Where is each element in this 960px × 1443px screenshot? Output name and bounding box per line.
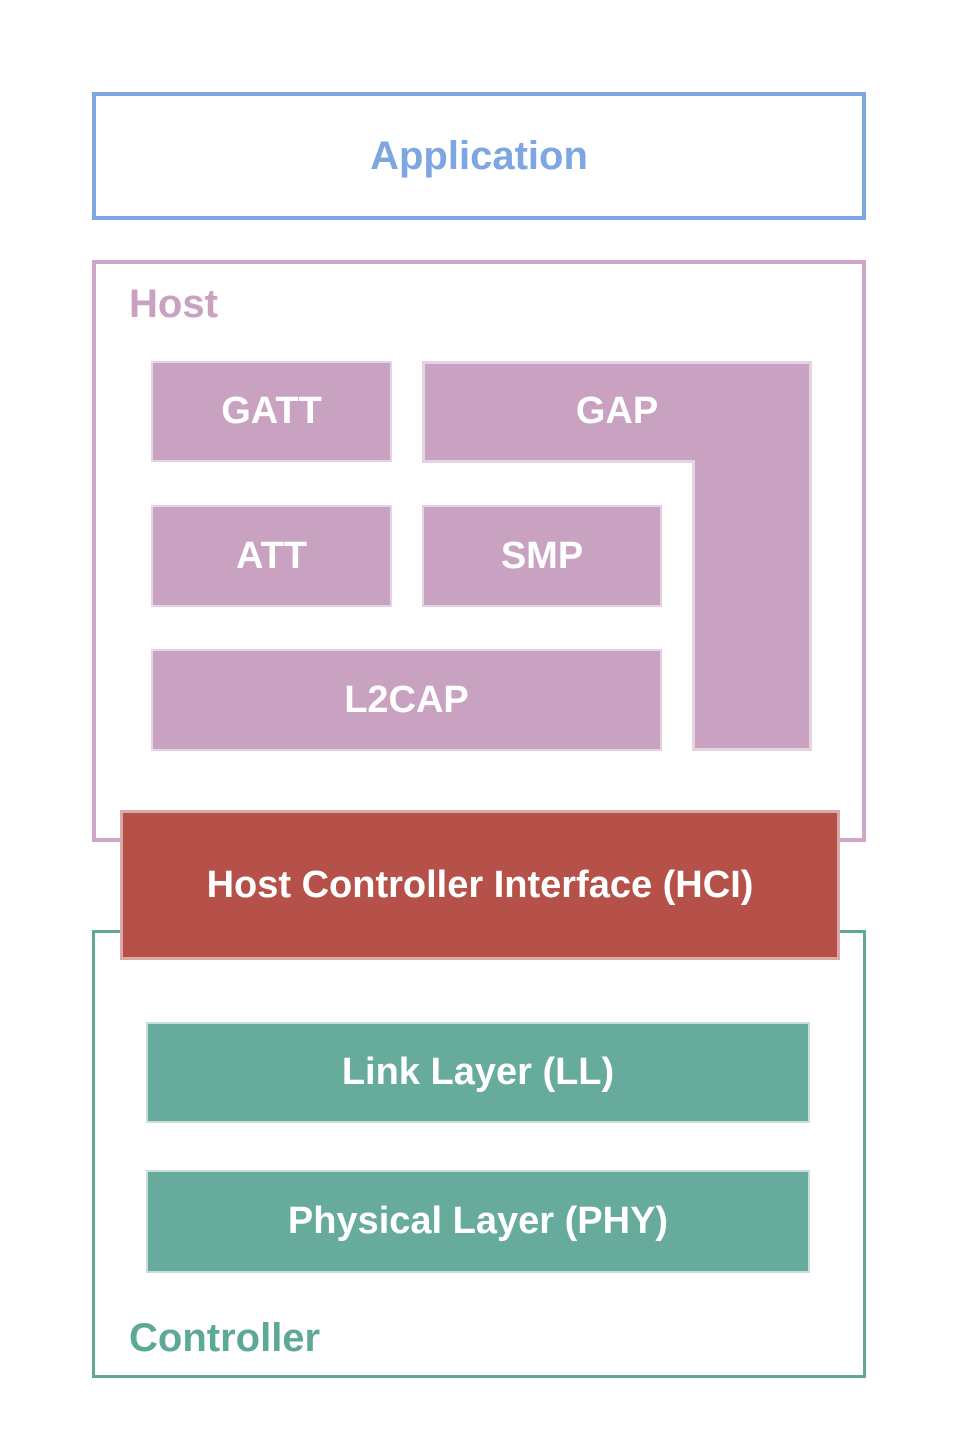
controller-box: Controller bbox=[92, 930, 866, 1378]
host-label: Host bbox=[129, 282, 218, 326]
controller-label: Controller bbox=[129, 1316, 321, 1360]
application-label: Application bbox=[370, 133, 588, 178]
block-smp: SMP bbox=[422, 505, 662, 607]
block-gap-shape bbox=[422, 361, 812, 751]
block-l2cap: L2CAP bbox=[151, 649, 662, 751]
block-att: ATT bbox=[151, 505, 392, 607]
block-gap-label: GAP bbox=[575, 390, 659, 432]
block-physical-layer: Physical Layer (PHY) bbox=[146, 1170, 810, 1273]
block-link-layer: Link Layer (LL) bbox=[146, 1022, 810, 1123]
application-box: Application bbox=[92, 92, 866, 220]
block-hci: Host Controller Interface (HCI) bbox=[120, 810, 840, 960]
block-gatt: GATT bbox=[151, 361, 392, 462]
